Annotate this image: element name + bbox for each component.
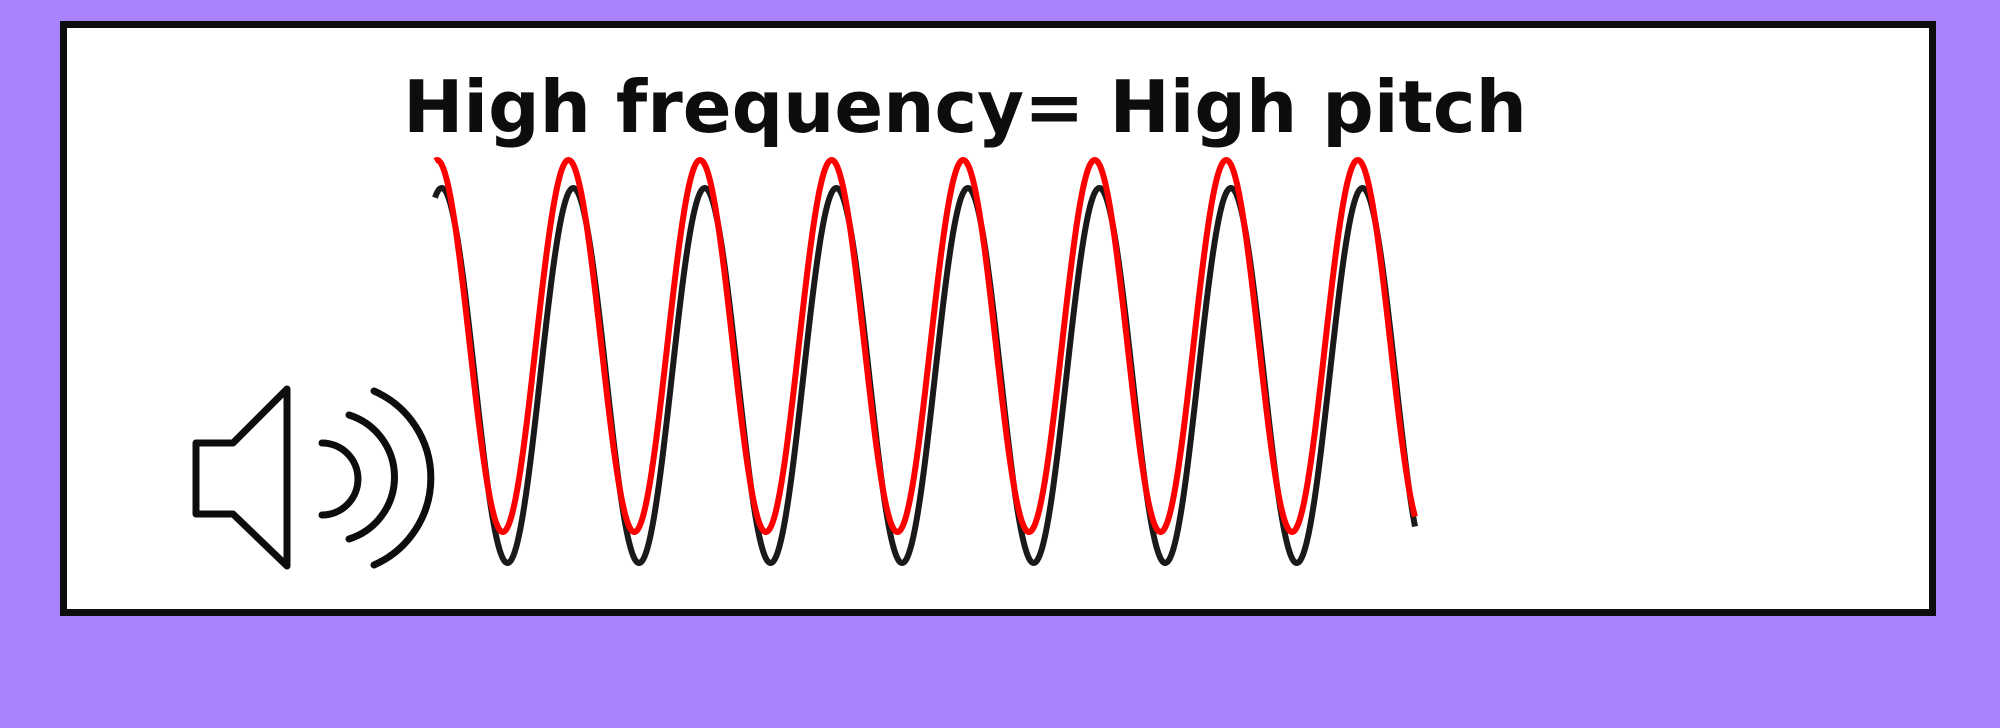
sound-wave-large: [370, 387, 435, 569]
diagram-panel: [60, 21, 1936, 616]
sound-wave-medium: [345, 411, 398, 543]
red-wave: [432, 157, 1418, 535]
speaker-icon: [192, 385, 435, 570]
speaker-body: [192, 385, 291, 570]
wave-group: [432, 157, 1418, 566]
sound-wave-small: [318, 439, 362, 519]
diagram-title: High frequency= High pitch: [403, 65, 1527, 149]
